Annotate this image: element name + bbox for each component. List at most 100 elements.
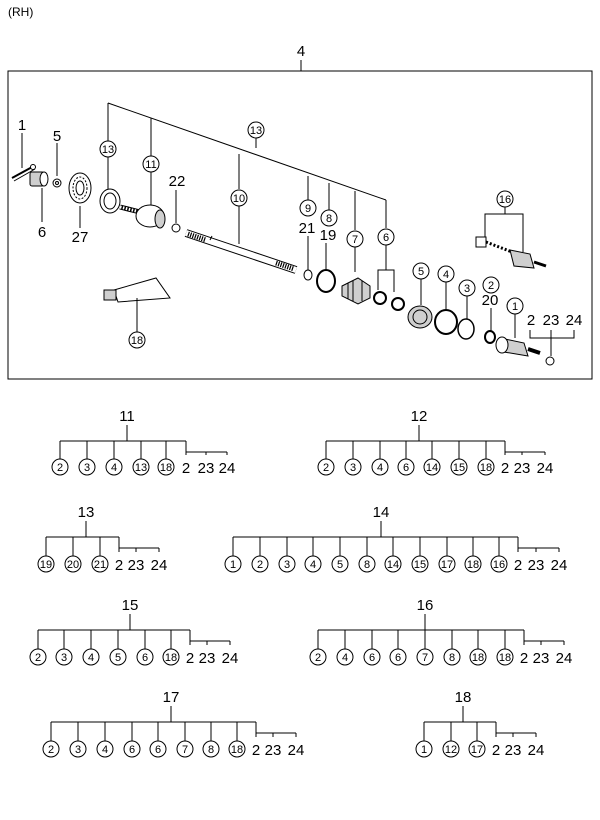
svg-text:7: 7 xyxy=(352,234,358,246)
kit-label: 14 xyxy=(373,504,390,521)
hub-nut-part xyxy=(29,171,49,187)
kit-label: 12 xyxy=(411,408,428,425)
kit-item-circle xyxy=(358,555,376,573)
kit-item-circle xyxy=(344,458,362,476)
kit-item: 2 xyxy=(323,462,329,474)
kit-item: 3 xyxy=(284,559,290,571)
kit-item-circle xyxy=(55,648,73,666)
svg-text:3: 3 xyxy=(464,283,470,295)
kit-item: 2 xyxy=(57,462,63,474)
kit-item: 24 xyxy=(288,742,305,759)
kit-item: 4 xyxy=(310,559,316,571)
kit-label: 17 xyxy=(163,689,180,706)
kit-item-circle xyxy=(136,648,154,666)
kit-item-circle xyxy=(496,648,514,666)
kit-item: 7 xyxy=(422,652,428,664)
kit-item: 6 xyxy=(142,652,148,664)
kit-item: 18 xyxy=(480,462,492,474)
kit-item: 8 xyxy=(364,559,370,571)
kit-item-circle xyxy=(123,740,141,758)
kit-item: 2 xyxy=(186,650,194,667)
kit-item-circle xyxy=(37,555,55,573)
circled-callout-16: 16 xyxy=(496,190,514,208)
svg-text:18: 18 xyxy=(131,335,143,347)
kit-item: 6 xyxy=(403,462,409,474)
kit-item-circle xyxy=(363,648,381,666)
kit-item: 2 xyxy=(35,652,41,664)
snap-ring-part xyxy=(457,318,475,340)
svg-text:6: 6 xyxy=(383,232,389,244)
kit-item-circle xyxy=(162,648,180,666)
kit-item: 8 xyxy=(208,744,214,756)
kit-item: 23 xyxy=(128,557,145,574)
kit-item: 13 xyxy=(135,462,147,474)
kit-item: 3 xyxy=(84,462,90,474)
kit-item-circle xyxy=(443,648,461,666)
kit-item: 6 xyxy=(129,744,135,756)
kit-item-circle xyxy=(304,555,322,573)
kit-item-circle xyxy=(336,648,354,666)
callout-23: 23 xyxy=(543,312,560,329)
band-clamp-part xyxy=(316,269,336,293)
tripod-joint-part xyxy=(475,236,547,269)
kit-item: 17 xyxy=(441,559,453,571)
circled-callout-7: 7 xyxy=(346,230,364,248)
kit-item: 21 xyxy=(94,559,106,571)
kit-item: 2 xyxy=(257,559,263,571)
svg-text:16: 16 xyxy=(499,194,511,206)
dust-cover-part xyxy=(99,188,121,214)
kit-item-circle xyxy=(157,458,175,476)
kit-item: 24 xyxy=(528,742,545,759)
kit-item: 4 xyxy=(102,744,108,756)
kit-item: 3 xyxy=(61,652,67,664)
circled-callout-4: 4 xyxy=(437,265,455,283)
outer-cv-joint-part xyxy=(119,204,166,229)
circled-callout-9: 9 xyxy=(299,199,317,217)
kit-item: 4 xyxy=(111,462,117,474)
kit-item-circle xyxy=(397,458,415,476)
kit-item: 24 xyxy=(551,557,568,574)
kit-item: 23 xyxy=(533,650,550,667)
assembly-frame xyxy=(7,70,593,380)
kit-item-circle xyxy=(309,648,327,666)
kit-item-circle xyxy=(278,555,296,573)
svg-text:10: 10 xyxy=(233,193,245,205)
kit-item: 19 xyxy=(40,559,52,571)
circled-callout-1: 1 xyxy=(506,297,524,315)
kit-item-circle xyxy=(415,740,433,758)
kit-item: 23 xyxy=(528,557,545,574)
svg-text:13: 13 xyxy=(102,144,114,156)
svg-text:11: 11 xyxy=(145,159,156,171)
boot-part xyxy=(341,277,371,305)
kit-item: 23 xyxy=(198,460,215,477)
kit-item: 14 xyxy=(387,559,399,571)
kit-item-circle xyxy=(78,458,96,476)
kit-item-circle xyxy=(389,648,407,666)
callout-27: 27 xyxy=(72,229,89,246)
kit-item: 4 xyxy=(342,652,348,664)
kit-item: 18 xyxy=(160,462,172,474)
kit-item: 2 xyxy=(520,650,528,667)
kit-item: 2 xyxy=(48,744,54,756)
kit-item: 1 xyxy=(421,744,427,756)
kit-item: 24 xyxy=(151,557,168,574)
kit-item-circle xyxy=(29,648,47,666)
kit-item: 18 xyxy=(499,652,511,664)
kit-item-circle xyxy=(202,740,220,758)
circled-callout-13b: 13 xyxy=(247,121,265,139)
kit-item: 18 xyxy=(231,744,243,756)
kit-item: 2 xyxy=(115,557,123,574)
callout-24: 24 xyxy=(566,312,583,329)
inner-boot-part xyxy=(407,305,433,329)
kit-item: 17 xyxy=(471,744,483,756)
kit-item-circle xyxy=(490,555,508,573)
boot-band-part-b xyxy=(391,297,405,311)
joint-housing-part xyxy=(495,336,541,357)
